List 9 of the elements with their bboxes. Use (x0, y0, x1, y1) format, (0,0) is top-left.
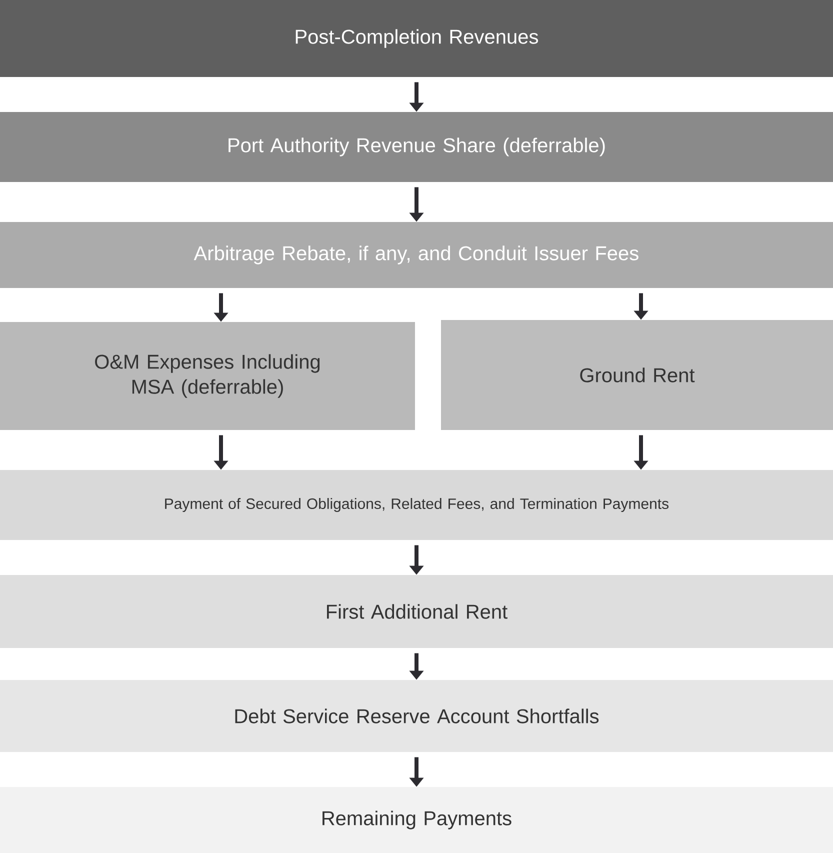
flow-box: Remaining Payments (0, 787, 833, 853)
flow-box: First Additional Rent (0, 575, 833, 648)
flow-box: Post-Completion Revenues (0, 0, 833, 77)
flow-box: Arbitrage Rebate, if any, and Conduit Issuer Fees (0, 222, 833, 288)
flow-box: O&M Expenses Including MSA (deferrable) (0, 322, 415, 430)
flow-box: Debt Service Reserve Account Shortfalls (0, 680, 833, 752)
flow-box: Payment of Secured Obligations, Related Fees, and Termination Payments (0, 470, 833, 540)
flow-box: Ground Rent (441, 320, 833, 430)
flow-box: Port Authority Revenue Share (deferrable) (0, 112, 833, 182)
